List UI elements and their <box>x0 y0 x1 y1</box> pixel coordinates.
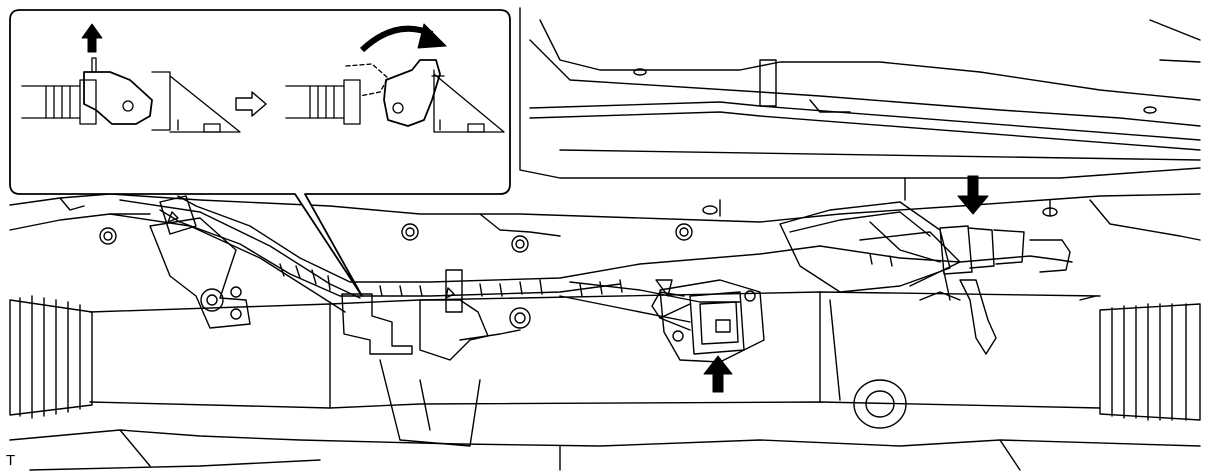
left-mount-bracket <box>99 217 693 329</box>
right-connector-assembly <box>779 201 1025 355</box>
up-arrow-marker-icon <box>703 355 733 393</box>
down-arrow-marker-icon <box>957 175 989 215</box>
harness-clamp <box>341 269 531 361</box>
harness-connector <box>651 279 765 363</box>
figure-code-label: T <box>6 452 16 469</box>
step-arrow-icon <box>235 91 267 117</box>
rack-mount-points <box>59 197 1097 301</box>
pull-up-arrow-icon <box>81 23 103 53</box>
subframe <box>9 177 1201 471</box>
inset-callout <box>9 9 511 297</box>
wire-harness <box>109 195 1073 323</box>
vehicle-floor-panel <box>519 7 1201 179</box>
inset-after-state <box>285 59 505 133</box>
ground-terminal-left <box>159 195 197 235</box>
left-steering-boot <box>9 295 93 419</box>
inset-before-state <box>21 57 241 133</box>
rotate-clockwise-arrow-icon <box>359 23 447 53</box>
right-steering-boot <box>1099 303 1201 421</box>
